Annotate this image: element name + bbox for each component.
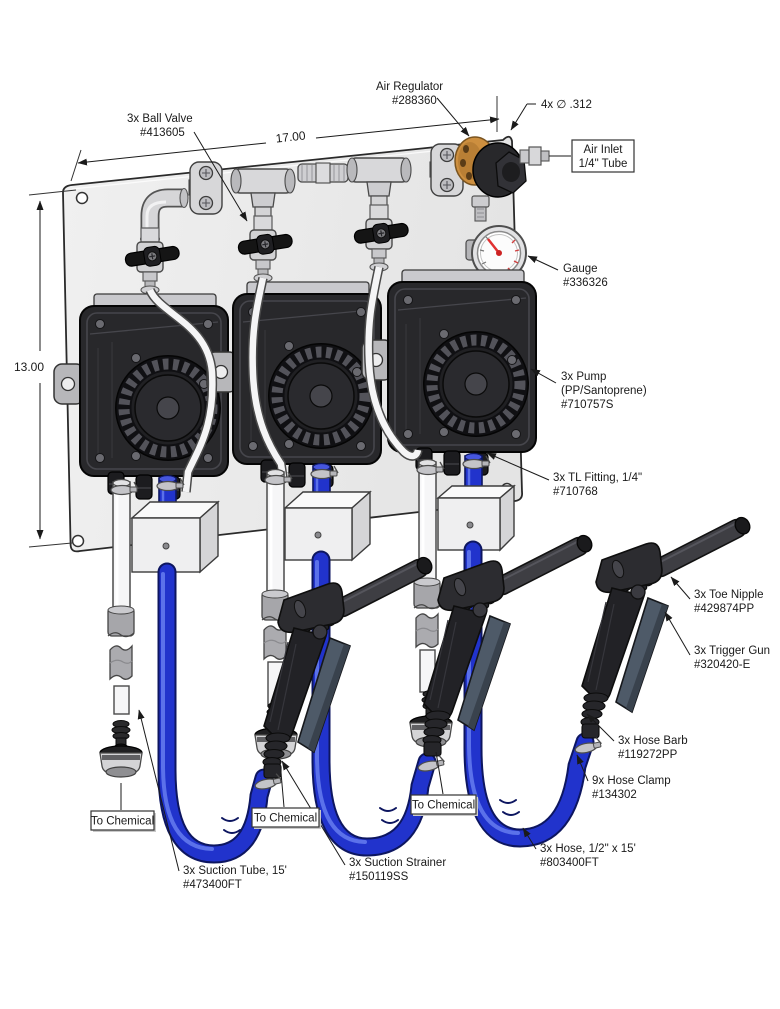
callout-text: 3x Toe Nipple	[694, 589, 763, 601]
dim-height-value: 13.00	[14, 360, 44, 374]
callout-text: #710757S	[561, 399, 614, 411]
callout-text: #473400FT	[183, 879, 242, 891]
callout-ball-valve: 3x Ball Valve #413605	[127, 113, 193, 139]
air-inlet-fitting	[519, 146, 550, 166]
callout-text: #413605	[140, 127, 185, 139]
callout-text: #134302	[592, 789, 637, 801]
to-chemical-box-3: To Chemical	[410, 794, 478, 816]
callout-text: #288360	[392, 95, 437, 107]
leader-lines	[120, 97, 691, 872]
callout-text: To Chemical	[254, 813, 317, 825]
callout-suction-strainer: 3x Suction Strainer #150119SS	[349, 857, 446, 883]
to-chemical-box-1: To Chemical	[90, 810, 156, 832]
suction-tube-2	[261, 468, 293, 707]
pipe-nipple	[297, 162, 349, 184]
air-tubing-loops	[145, 266, 423, 493]
callout-text: 3x Suction Tube, 15'	[183, 865, 287, 877]
callout-mounting-holes: 4x ∅ .312	[541, 99, 592, 111]
dim-width-value: 17.00	[275, 128, 307, 145]
callouts: Air Regulator #288360 4x ∅ .312 Air Inle…	[90, 81, 770, 891]
callout-text: #429874PP	[694, 603, 754, 615]
callout-text: 3x Suction Strainer	[349, 857, 446, 869]
trigger-gun-3	[580, 509, 756, 739]
callout-text: (PP/Santoprene)	[561, 385, 647, 397]
callout-pump: 3x Pump (PP/Santoprene) #710757S	[561, 371, 647, 411]
callout-gauge: Gauge #336326	[563, 263, 608, 289]
callout-hose-barb: 3x Hose Barb #119272PP	[618, 735, 688, 761]
callout-text: 4x ∅ .312	[541, 99, 592, 111]
hose-3	[463, 540, 595, 848]
suction-tube-1	[107, 478, 139, 715]
callout-text: To Chemical	[412, 800, 475, 812]
callout-text: 9x Hose Clamp	[592, 775, 671, 787]
callout-text: Air Inlet	[584, 144, 624, 156]
air-manifold	[123, 136, 550, 295]
callout-text: 3x Hose Barb	[618, 735, 688, 747]
callout-text: Air Regulator	[376, 81, 443, 93]
manifold-block-2	[283, 490, 372, 562]
callout-text: #803400FT	[540, 857, 599, 869]
callout-text: 3x Pump	[561, 371, 606, 383]
callout-text: 3x Trigger Gun	[694, 645, 770, 657]
dimension-height: 13.00	[14, 189, 77, 548]
pressure-gauge	[465, 225, 527, 281]
gauge-adapter-fitting	[471, 195, 490, 222]
callout-hose: 3x Hose, 1/2" x 15' #803400FT	[540, 843, 636, 869]
callout-text: 3x TL Fitting, 1/4"	[553, 472, 642, 484]
callout-text: 1/4" Tube	[579, 158, 628, 170]
callout-air-regulator: Air Regulator #288360	[376, 81, 443, 107]
callout-suction-tube: 3x Suction Tube, 15' #473400FT	[183, 865, 287, 891]
callout-text: #336326	[563, 277, 608, 289]
hose-1	[157, 562, 274, 864]
air-tube-3	[363, 266, 423, 461]
callout-text: #150119SS	[349, 871, 409, 883]
callout-text: 3x Hose, 1/2" x 15'	[540, 843, 636, 855]
dimension-width: 17.00	[70, 96, 500, 182]
suction-strainer-1	[99, 719, 143, 778]
air-regulator	[454, 136, 527, 198]
to-chemical-box-2: To Chemical	[251, 807, 321, 829]
callout-text: To Chemical	[91, 816, 154, 828]
manifold-block-3	[436, 484, 516, 552]
air-tube-1	[145, 287, 218, 493]
callout-tl-fitting: 3x TL Fitting, 1/4" #710768	[553, 472, 642, 498]
callout-air-inlet: Air Inlet 1/4" Tube	[571, 139, 635, 173]
callout-text: Gauge	[563, 263, 598, 275]
callout-hose-clamp: 9x Hose Clamp #134302	[592, 775, 671, 801]
callout-text: 3x Ball Valve	[127, 113, 193, 125]
callout-text: #119272PP	[618, 749, 678, 761]
manifold-block-1	[130, 500, 220, 574]
callout-toe-nipple: 3x Toe Nipple #429874PP	[694, 589, 763, 615]
callout-trigger-gun: 3x Trigger Gun #320420-E	[694, 645, 770, 671]
air-tube-2	[247, 277, 288, 479]
suction-assemblies	[99, 458, 453, 778]
callout-text: #710768	[553, 486, 598, 498]
callout-text: #320420-E	[694, 659, 751, 671]
